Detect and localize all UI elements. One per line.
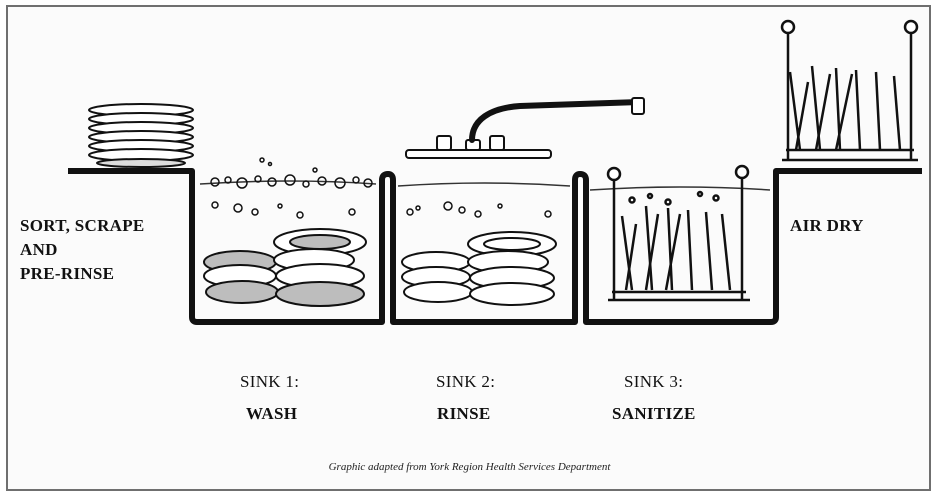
air-dry-label: AIR DRY (790, 214, 864, 238)
water-surface-rinse (398, 183, 570, 186)
suds-icon (211, 158, 372, 218)
plate-stack-icon (89, 104, 193, 167)
prep-line-2: AND (20, 238, 145, 262)
prep-step-label: SORT, SCRAPE AND PRE-RINSE (20, 214, 145, 286)
rinse-bubbles-icon (407, 202, 551, 217)
sink-3-name: SINK 3: (624, 372, 683, 392)
prep-line-3: PRE-RINSE (20, 262, 145, 286)
sink-1-name: SINK 1: (240, 372, 299, 392)
wash-plates-icon (204, 229, 366, 306)
sink-1-action: WASH (246, 404, 297, 424)
source-credit: Graphic adapted from York Region Health … (0, 461, 939, 473)
prep-line-1: SORT, SCRAPE (20, 214, 145, 238)
faucet-icon (406, 98, 644, 158)
sink-3-action: SANITIZE (612, 404, 696, 424)
rinse-plates-icon (402, 232, 556, 305)
sanitize-rack-icon (608, 166, 750, 300)
air-dry-rack-icon (782, 21, 918, 160)
sink-2-action: RINSE (437, 404, 490, 424)
sink-2-name: SINK 2: (436, 372, 495, 392)
